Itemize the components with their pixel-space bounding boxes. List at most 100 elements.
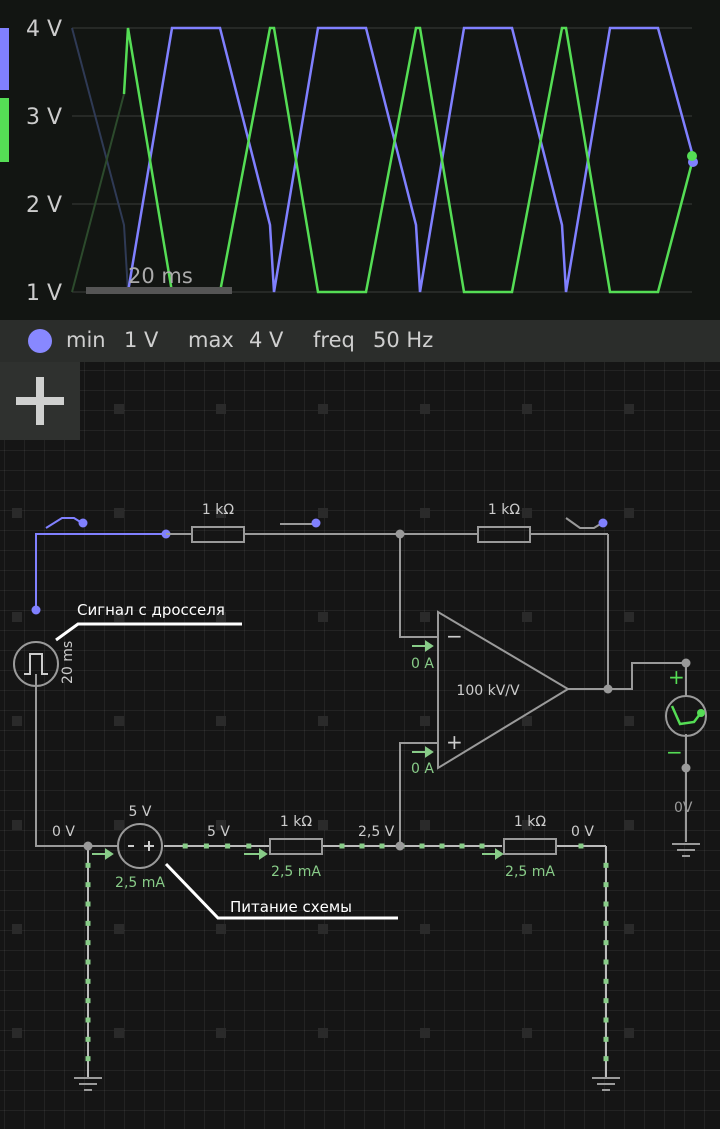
annotation-signal-text: Сигнал с дросселя: [77, 601, 225, 619]
node-voltage-left: 0 V: [52, 824, 75, 840]
grid-dot: [114, 924, 124, 934]
oscilloscope-panel[interactable]: 4 V 3 V 2 V 1 V 20 ms: [0, 0, 720, 320]
grid-dot: [522, 1028, 532, 1038]
scope-traces: [71, 26, 698, 294]
grid-dot: [318, 404, 328, 414]
grid-dot: [12, 716, 22, 726]
signal-trace: [126, 26, 696, 293]
y-tick-label: 3 V: [26, 105, 62, 130]
signal-channel-indicator[interactable]: [0, 28, 9, 90]
add-component-button[interactable]: [0, 362, 80, 440]
opamp-minus-current: 0 A: [411, 656, 434, 672]
voltmeter-plus: +: [668, 665, 685, 689]
grid-dots: [12, 404, 634, 1038]
flow-dot: [603, 978, 609, 984]
flow-dot: [246, 843, 252, 849]
flow-dot: [85, 862, 91, 868]
grid-dot: [318, 820, 328, 830]
flow-dot: [603, 1036, 609, 1042]
grid-dot: [624, 716, 634, 726]
flow-dot: [85, 882, 91, 888]
square-wave-source[interactable]: 20 ms: [13, 641, 76, 687]
flow-dot: [578, 843, 584, 849]
grid-dot: [114, 612, 124, 622]
grid-dot: [624, 508, 634, 518]
grid-dot: [216, 820, 226, 830]
battery-voltage: 5 V: [129, 804, 152, 820]
node-voltage-mid: 2,5 V: [358, 824, 395, 840]
oscilloscope-plot: 4 V 3 V 2 V 1 V 20 ms: [0, 17, 698, 306]
max-label: max: [188, 328, 234, 352]
grid-dot: [216, 612, 226, 622]
resistor-r3-value: 1 kΩ: [280, 814, 312, 830]
flow-dot: [85, 978, 91, 984]
circuit-diagram[interactable]: 1 kΩ 1 kΩ − + 100 kV/V 0 A 0 A + − 0V 20…: [0, 362, 720, 1129]
grid-dot: [624, 1028, 634, 1038]
junction-node[interactable]: [83, 841, 93, 851]
plus-icon: [36, 377, 44, 425]
grid-dot: [420, 1028, 430, 1038]
resistor-r2[interactable]: 1 kΩ: [477, 502, 531, 543]
grid-dot: [12, 1028, 22, 1038]
grid-dot: [420, 612, 430, 622]
signal-probe-dot[interactable]: [78, 518, 88, 528]
annotation-signal: Сигнал с дросселя: [55, 601, 242, 642]
resistor-r4-current: 2,5 mA: [505, 864, 555, 880]
current-path-wire[interactable]: [87, 845, 607, 1078]
output-probe-dot[interactable]: [598, 518, 608, 528]
voltmeter[interactable]: + −: [665, 665, 707, 764]
flow-dot: [459, 843, 465, 849]
y-tick-label: 1 V: [26, 281, 62, 306]
meter-node[interactable]: [681, 658, 691, 668]
grid-dot: [522, 612, 532, 622]
signal-wire[interactable]: [35, 517, 166, 610]
source-period-label: 20 ms: [60, 641, 76, 684]
resistor-r3-current: 2,5 mA: [271, 864, 321, 880]
flow-dot: [603, 959, 609, 965]
output-trace: [122, 26, 696, 294]
min-label: min: [66, 328, 106, 352]
grid-dot: [420, 404, 430, 414]
resistor-r1[interactable]: 1 kΩ: [191, 502, 245, 543]
circuit-wire[interactable]: [35, 517, 687, 847]
grid-dot: [420, 508, 430, 518]
signal-node[interactable]: [31, 605, 41, 615]
resistor-r1-value: 1 kΩ: [202, 502, 234, 518]
flow-dot: [603, 901, 609, 907]
resistor-r3[interactable]: 1 kΩ 2,5 mA: [269, 814, 323, 880]
flow-dot: [339, 843, 345, 849]
probe-dot[interactable]: [311, 518, 321, 528]
ground-icon: [592, 1077, 620, 1091]
flow-dot: [603, 920, 609, 926]
junction-node[interactable]: [395, 529, 405, 539]
channel-color-dot[interactable]: [28, 329, 52, 353]
freq-value: 50 Hz: [373, 328, 434, 352]
grid-dot: [114, 404, 124, 414]
opamp-gain-label: 100 kV/V: [456, 683, 520, 699]
battery-source[interactable]: 5 V 2,5 mA: [115, 804, 165, 891]
flow-dot: [85, 940, 91, 946]
opamp-minus-sign: −: [446, 624, 463, 648]
grid-dot: [624, 820, 634, 830]
op-amp[interactable]: − + 100 kV/V: [437, 610, 570, 770]
opamp-plus-sign: +: [446, 730, 463, 754]
grid-dot: [522, 508, 532, 518]
resistor-r4[interactable]: 1 kΩ 2,5 mA: [503, 814, 557, 880]
grid-dot: [12, 508, 22, 518]
flow-dot: [379, 843, 385, 849]
voltmeter-minus: −: [666, 740, 683, 764]
grid-dot: [318, 508, 328, 518]
flow-dot: [603, 862, 609, 868]
junction-node[interactable]: [395, 841, 405, 851]
grid-dot: [318, 924, 328, 934]
grid-dot: [522, 716, 532, 726]
flow-dot: [85, 1036, 91, 1042]
meter-node[interactable]: [681, 763, 691, 773]
flow-dot: [85, 1017, 91, 1023]
grid-dot: [318, 1028, 328, 1038]
circuit-canvas[interactable]: [0, 362, 720, 1129]
grid-dot: [114, 508, 124, 518]
grid-dot: [216, 404, 226, 414]
output-channel-indicator[interactable]: [0, 98, 9, 162]
opamp-output-node[interactable]: [603, 684, 613, 694]
